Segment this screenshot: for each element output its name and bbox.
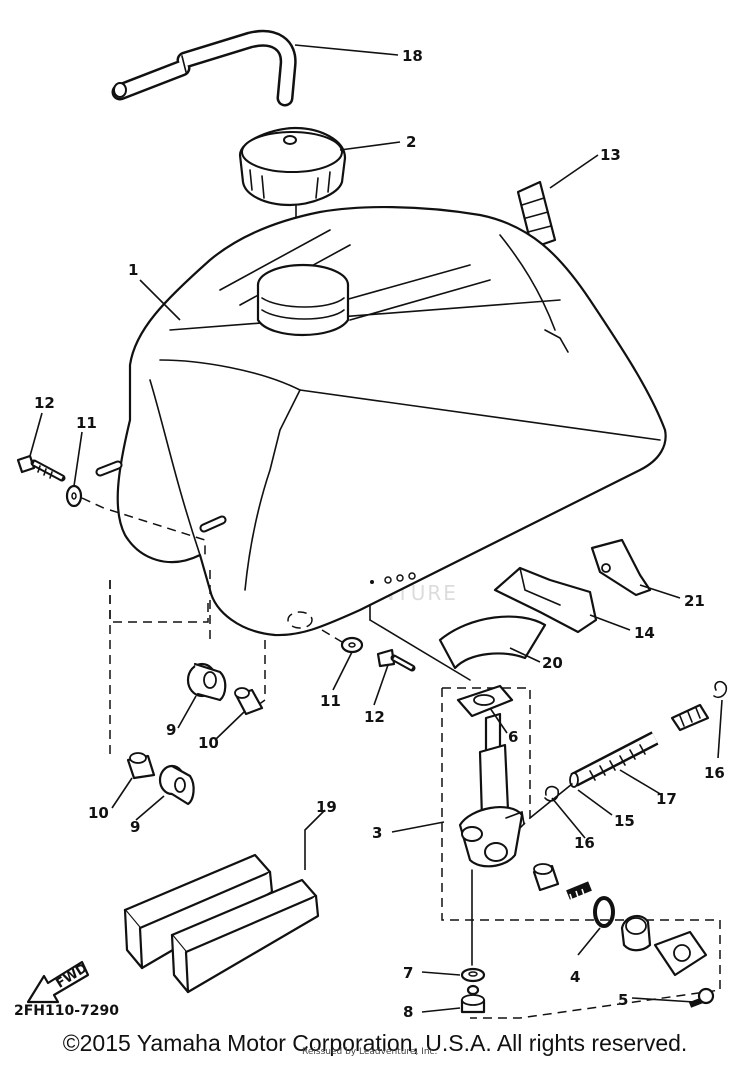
- copyright-notice: ©2015 Yamaha Motor Corporation, U.S.A. A…: [62, 1030, 688, 1056]
- hose-sleeve: [670, 703, 710, 732]
- callout-10-lower: 10: [88, 804, 109, 822]
- clip-16-upper: [713, 680, 728, 699]
- fuel-tank: [95, 205, 667, 637]
- cover-plate: [653, 930, 708, 977]
- callout-1: 1: [128, 261, 138, 279]
- callout-2: 2: [406, 133, 416, 151]
- watermark-fine-print: Reissued by Leadventure, Inc.: [302, 1047, 438, 1057]
- callout-9-lower: 9: [130, 818, 140, 836]
- callout-18: 18: [402, 47, 423, 65]
- breather-hose: [111, 29, 297, 107]
- callout-4: 4: [570, 968, 580, 986]
- rubber-strap: [516, 180, 557, 250]
- damper-pad-20: [438, 615, 547, 670]
- damper-upper: [186, 662, 227, 702]
- callout-11-right: 11: [320, 692, 341, 710]
- leader-lines: [29, 44, 723, 1013]
- collar-upper: [234, 687, 264, 716]
- callout-12-right: 12: [364, 708, 385, 726]
- callout-12-left: 12: [34, 394, 55, 412]
- callout-8: 8: [403, 1003, 413, 1021]
- callout-14: 14: [634, 624, 655, 642]
- callout-17: 17: [656, 790, 677, 808]
- fuel-hose-17: [569, 731, 659, 788]
- callout-16-lower: 16: [574, 834, 595, 852]
- callout-21: 21: [684, 592, 705, 610]
- bracket-14: [493, 566, 598, 634]
- pad-19-lower: [170, 878, 320, 994]
- callout-5: 5: [618, 991, 628, 1009]
- callout-13: 13: [600, 146, 621, 164]
- drain-screw-8: [460, 984, 486, 1014]
- spring: [566, 881, 592, 901]
- washer-7: [460, 967, 486, 983]
- washer-left: [65, 484, 83, 508]
- callout-19: 19: [316, 798, 337, 816]
- callout-3: 3: [372, 824, 382, 842]
- callout-7: 7: [403, 964, 413, 982]
- gasket-6: [456, 684, 514, 718]
- bolt-left: [16, 454, 66, 482]
- fwd-arrow-icon: FWD: [26, 961, 91, 1004]
- washer-right: [340, 636, 364, 654]
- callout-labels: 18 2 13 1 12 11 21 14 20 11 12 6 9 10 10…: [34, 47, 725, 1021]
- fuel-cock-3: [458, 712, 525, 966]
- callout-16-upper: 16: [704, 764, 725, 782]
- drawing-code: 2FH110-7290: [14, 1003, 119, 1019]
- screw-5: [688, 987, 715, 1008]
- callout-20: 20: [542, 654, 563, 672]
- callout-15: 15: [614, 812, 635, 830]
- callout-10-upper: 10: [198, 734, 219, 752]
- fuel-cock-lever: [620, 914, 652, 952]
- damper-lower: [158, 764, 195, 806]
- callout-11-left: 11: [76, 414, 97, 432]
- bracket-21: [590, 538, 652, 597]
- bolt-right: [376, 648, 416, 672]
- o-ring-4: [593, 896, 615, 928]
- collar-small: [532, 863, 560, 892]
- collar-lower: [126, 752, 156, 780]
- callout-6: 6: [508, 728, 518, 746]
- svg-text:FWD: FWD: [54, 961, 91, 992]
- fuel-cap: [238, 126, 347, 249]
- callout-9-upper: 9: [166, 721, 176, 739]
